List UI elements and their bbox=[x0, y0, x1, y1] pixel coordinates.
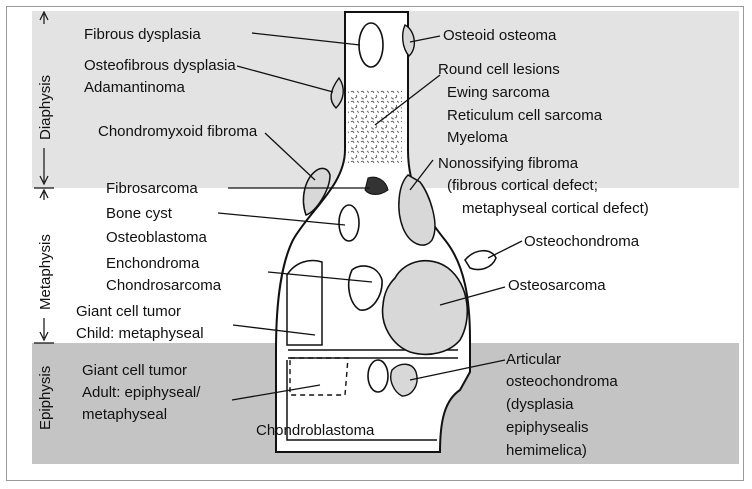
label-adamantinoma: Adamantinoma bbox=[84, 79, 186, 96]
label-enchondroma: Enchondroma bbox=[106, 255, 200, 272]
adamantinoma-lesion bbox=[330, 76, 344, 109]
label-nonossifying-2: (fibrous cortical defect; bbox=[447, 177, 598, 194]
label-articular-5: hemimelica) bbox=[506, 442, 587, 459]
nonossifying-fibroma-lesion bbox=[398, 174, 436, 246]
osteoid-osteoma-lesion bbox=[401, 24, 416, 57]
label-giant-cell-child-1: Giant cell tumor bbox=[76, 303, 181, 320]
label-chondromyxoid-fibroma: Chondromyxoid fibroma bbox=[98, 123, 258, 140]
label-giant-cell-adult-1: Giant cell tumor bbox=[82, 362, 187, 379]
label-chondroblastoma: Chondroblastoma bbox=[256, 422, 375, 439]
label-round-cell: Round cell lesions bbox=[438, 61, 560, 78]
articular-osteochondroma-lesion bbox=[390, 363, 418, 397]
zone-axis bbox=[34, 10, 54, 344]
label-nonossifying-1: Nonossifying fibroma bbox=[438, 155, 579, 172]
label-myeloma: Myeloma bbox=[447, 129, 509, 146]
fibrosarcoma-lesion bbox=[364, 176, 389, 195]
zone-label-diaphysis: Diaphysis bbox=[37, 75, 54, 140]
label-osteoblastoma: Osteoblastoma bbox=[106, 229, 208, 246]
fibrous-dysplasia-lesion bbox=[358, 22, 384, 68]
round-cell-lesion-area bbox=[348, 90, 402, 165]
label-articular-3: (dysplasia bbox=[506, 396, 574, 413]
label-giant-cell-child-2: Child: metaphyseal bbox=[76, 325, 204, 342]
label-osteochondroma: Osteochondroma bbox=[524, 233, 640, 250]
zone-label-metaphysis: Metaphysis bbox=[37, 234, 54, 310]
chondroblastoma-lesion bbox=[367, 359, 389, 393]
label-articular-1: Articular bbox=[506, 351, 561, 368]
label-reticulum: Reticulum cell sarcoma bbox=[447, 107, 603, 124]
label-nonossifying-3: metaphyseal cortical defect) bbox=[462, 200, 649, 217]
label-giant-cell-adult-3: metaphyseal bbox=[82, 406, 167, 423]
label-osteoid-osteoma: Osteoid osteoma bbox=[443, 27, 557, 44]
label-osteosarcoma: Osteosarcoma bbox=[508, 277, 606, 294]
label-fibrous-dysplasia: Fibrous dysplasia bbox=[84, 26, 201, 43]
label-ewing: Ewing sarcoma bbox=[447, 84, 550, 101]
enchondroma-lesion bbox=[348, 265, 383, 311]
label-osteofibrous-dysplasia: Osteofibrous dysplasia bbox=[84, 57, 236, 74]
label-articular-2: osteochondroma bbox=[506, 373, 618, 390]
osteochondroma-lesion bbox=[464, 249, 497, 271]
label-articular-4: epiphysealis bbox=[506, 419, 589, 436]
zone-label-epiphysis: Epiphysis bbox=[37, 366, 54, 430]
label-chondrosarcoma: Chondrosarcoma bbox=[106, 277, 222, 294]
label-giant-cell-adult-2: Adult: epiphyseal/ bbox=[82, 384, 201, 401]
label-fibrosarcoma: Fibrosarcoma bbox=[106, 180, 198, 197]
osteosarcoma-lesion bbox=[381, 260, 469, 356]
leader-lines bbox=[217, 32, 523, 401]
giant-cell-adult-region bbox=[289, 357, 349, 396]
label-bone-cyst: Bone cyst bbox=[106, 205, 173, 222]
chondromyxoid-fibroma-lesion bbox=[302, 167, 331, 216]
bone-cyst-lesion bbox=[338, 204, 360, 242]
